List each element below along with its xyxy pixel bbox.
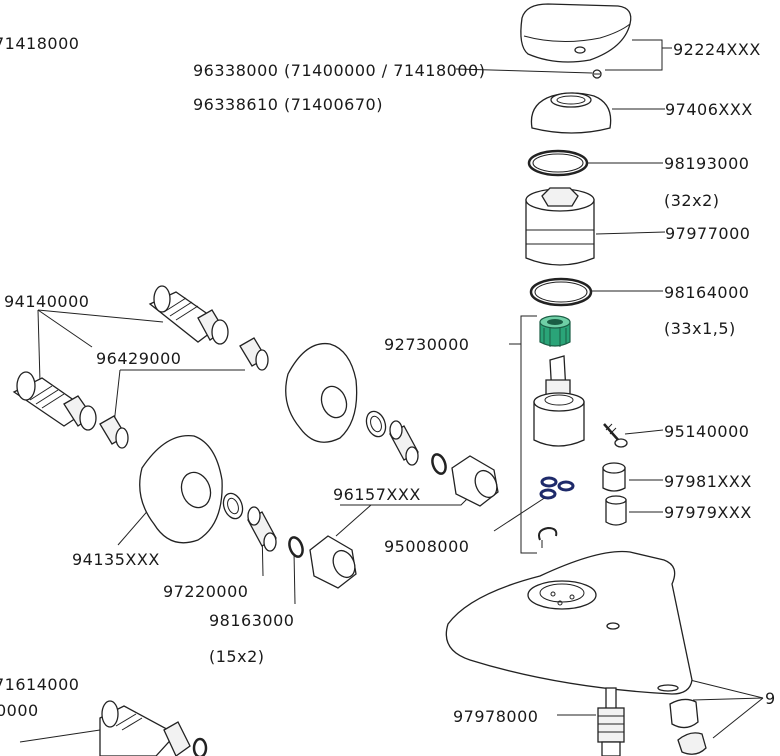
cap-97981-part [602, 462, 626, 492]
label-98193000-size: (32x2) [664, 191, 720, 210]
grub-screw-part [592, 69, 602, 79]
o-ring-33-part [529, 277, 593, 307]
label-aerator-partial: 9 [765, 689, 776, 708]
label-98164000: 98164000 [664, 283, 749, 302]
label-97220000: 97220000 [163, 582, 248, 601]
aerator-parts [657, 684, 707, 755]
label-94135xxx: 94135XXX [72, 550, 160, 569]
clip-part [538, 526, 558, 548]
label-92224xxx: 92224XXX [673, 40, 761, 59]
label-97406xxx: 97406XXX [665, 100, 753, 119]
screw-part [603, 423, 628, 448]
label-71614000: 71614000 [0, 675, 79, 694]
label-96338610: 96338610 (71400670) [193, 95, 383, 114]
escutcheon-lower-part [139, 434, 223, 544]
label-97979xxx: 97979XXX [664, 503, 752, 522]
connector-lower-part [247, 506, 277, 552]
label-97978000: 97978000 [453, 707, 538, 726]
nut-lower-part [309, 535, 357, 589]
label-97981xxx: 97981XXX [664, 472, 752, 491]
cartridge-part [533, 355, 585, 447]
label-96338000: 96338000 (71400000 / 71418000) [193, 61, 485, 80]
label-98164000-size: (33x1,5) [664, 319, 736, 338]
handle-cap-part [520, 3, 632, 63]
o-ring-15-lower-part [288, 536, 304, 558]
part-labels: 71418000 96338000 (71400000 / 71418000) … [0, 34, 776, 726]
o-ring-15-upper-part [431, 453, 447, 475]
label-95140000: 95140000 [664, 422, 749, 441]
label-71418000: 71418000 [0, 34, 79, 53]
label-95008000: 95008000 [384, 537, 469, 556]
label-96429000: 96429000 [96, 349, 181, 368]
filter-lower-part [99, 415, 129, 449]
eccentric-lower-part [12, 371, 97, 431]
label-98163000: 98163000 [209, 611, 294, 630]
escutcheon-upper-part [285, 342, 358, 443]
o-ring-32-part [527, 149, 589, 177]
washer-upper-part [365, 410, 387, 438]
mixer-body-part [445, 550, 693, 695]
eccentric-upper-part [148, 285, 229, 345]
nut-upper-part [451, 455, 499, 507]
filter-upper-part [239, 337, 269, 371]
label-0000: 0000 [0, 701, 39, 720]
label-96157xxx: 96157XXX [333, 485, 421, 504]
eccentric-bottom-part [99, 700, 208, 756]
connector-upper-part [389, 420, 419, 466]
cap-97979-part [605, 495, 627, 526]
label-98193000: 98193000 [664, 154, 749, 173]
label-94140000: 94140000 [4, 292, 89, 311]
seals-95008-part [539, 476, 575, 500]
label-92730000: 92730000 [384, 335, 469, 354]
green-ring-part [539, 315, 571, 347]
washer-lower-part [222, 492, 244, 520]
sleeve-part [525, 187, 595, 266]
label-97977000: 97977000 [665, 224, 750, 243]
diverter-cartridge-part [597, 687, 625, 756]
label-98163000-size: (15x2) [209, 647, 265, 666]
cover-ring-part [530, 92, 612, 134]
